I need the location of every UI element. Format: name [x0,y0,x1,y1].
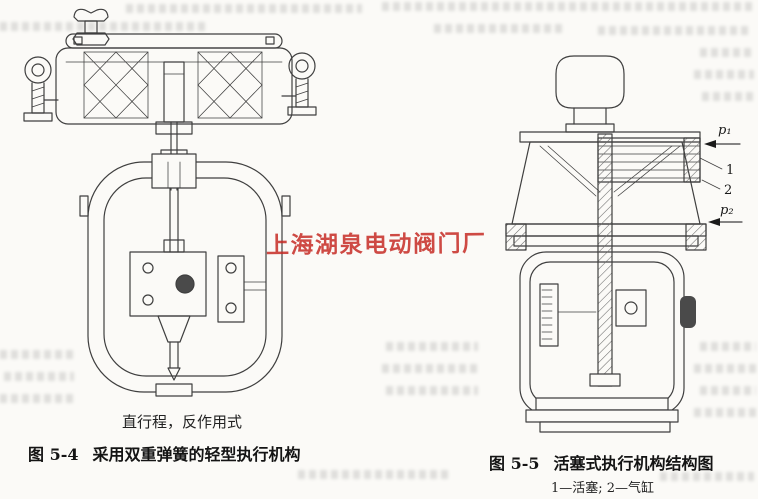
figure-5-5-drawing: p₁ 1 2 p₂ [505,55,743,433]
bleed-line [694,364,756,373]
figure-5-4-title: 采用双重弹簧的轻型执行机构 [92,445,301,464]
figure-5-5-label: 图 5-5 [489,454,540,473]
figure-5-5-legend: 1—活塞; 2—气缸 [551,481,655,496]
stem-bracket [615,289,647,327]
top-adjusting-bolt [72,8,110,46]
bleed-line [702,92,754,101]
bleed-line [298,470,448,479]
bleed-line [700,386,756,395]
label-part2: 2 [724,183,732,198]
bleed-line [0,22,206,31]
figure-5-4-caption: 图 5-4 采用双重弹簧的轻型执行机构 [28,441,301,465]
label-p2: p₂ [720,203,734,218]
diaphragm-case [55,33,293,135]
piston-stem [589,133,621,387]
travel-scale [539,283,597,347]
bleed-line [694,70,754,79]
lower-housing [519,251,696,433]
bleed-line [382,2,754,11]
annotations: p₁ 1 2 p₂ [699,123,743,226]
figure-5-4-drawing [23,8,317,397]
bleed-line [700,342,756,351]
bleed-line [598,26,750,35]
yoke-frame [79,153,291,397]
label-p1: p₁ [718,123,732,138]
watermark-stamp: 上海湖泉电动阀门厂 [265,229,487,260]
bleed-line [386,342,478,351]
bleed-line [660,472,754,481]
bleed-line [382,364,478,373]
bleed-line [386,386,478,395]
left-spring [83,51,149,119]
figure-5-4-label: 图 5-4 [28,445,79,464]
bleed-line [700,48,754,57]
figure-5-5-title: 活塞式执行机构结构图 [553,454,714,473]
bleed-line [0,394,74,403]
bleed-line [4,372,74,381]
hand-knob [555,55,625,133]
p2-arrow-icon [708,218,720,226]
bleed-line [0,350,74,359]
figure-5-4-note: 直行程，反作用式 [121,413,242,431]
p1-arrow-icon [704,140,716,148]
left-eye-bolt [23,56,59,122]
right-eye-bolt [281,52,317,116]
bleed-line [126,4,362,13]
figure-5-5-caption: 图 5-5 活塞式执行机构结构图 [489,450,714,474]
bleed-line [694,408,756,417]
label-part1: 1 [726,163,734,178]
bleed-line [434,24,564,33]
right-spring [197,51,263,119]
stem-clamp-assembly [129,187,267,381]
